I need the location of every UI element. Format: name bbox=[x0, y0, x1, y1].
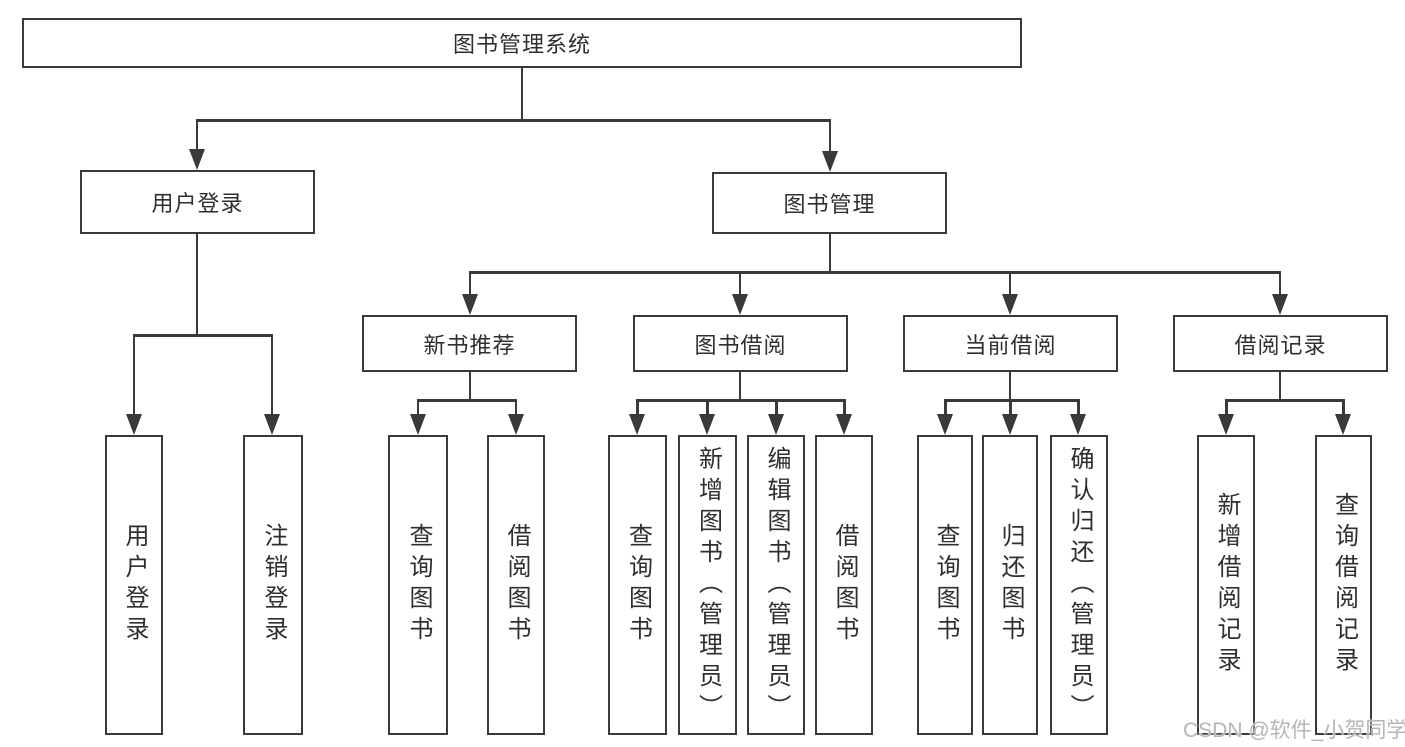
leaf-return-book: 归还图书 bbox=[982, 435, 1038, 735]
connector-line bbox=[468, 271, 472, 296]
arrowhead-icon bbox=[768, 414, 784, 435]
connector-line bbox=[828, 119, 832, 153]
arrowhead-icon bbox=[410, 414, 426, 435]
leaf-user-login: 用户登录 bbox=[105, 435, 163, 735]
csdn-watermark: CSDN @软件_小贺同学 bbox=[1183, 719, 1405, 742]
leaf-query-book-current: 查询图书 bbox=[917, 435, 973, 735]
connector-line bbox=[195, 119, 199, 151]
arrowhead-icon bbox=[126, 414, 142, 435]
connector-line bbox=[636, 399, 639, 416]
connector-line bbox=[1225, 399, 1344, 402]
connector-line bbox=[738, 371, 742, 402]
connector-line bbox=[706, 399, 709, 416]
connector-line bbox=[1008, 271, 1012, 296]
leaf-add-book-admin: 新增图书（管理员） bbox=[678, 435, 737, 735]
connector-line bbox=[270, 334, 274, 416]
connector-line bbox=[775, 399, 778, 416]
leaf-add-borrow-record: 新增借阅记录 bbox=[1197, 435, 1255, 735]
arrowhead-icon bbox=[822, 151, 838, 172]
leaf-query-book-recommend: 查询图书 bbox=[388, 435, 448, 735]
node-borrow-records: 借阅记录 bbox=[1173, 315, 1388, 372]
connector-line bbox=[520, 66, 524, 121]
connector-line bbox=[944, 399, 1079, 402]
connector-line bbox=[944, 399, 947, 416]
node-book-borrow: 图书借阅 bbox=[633, 315, 848, 372]
arrowhead-icon bbox=[1335, 414, 1351, 435]
arrowhead-icon bbox=[937, 414, 953, 435]
leaf-query-book-borrow: 查询图书 bbox=[608, 435, 667, 735]
connector-line bbox=[1225, 399, 1228, 416]
arrowhead-icon bbox=[629, 414, 645, 435]
connector-line bbox=[636, 399, 845, 402]
connector-line bbox=[1009, 399, 1012, 416]
leaf-confirm-return-admin: 确认归还（管理员） bbox=[1050, 435, 1108, 735]
connector-line bbox=[514, 399, 518, 416]
leaf-logout: 注销登录 bbox=[243, 435, 303, 735]
node-library-system: 图书管理系统 bbox=[22, 18, 1022, 68]
arrowhead-icon bbox=[1272, 294, 1288, 315]
node-current-borrow: 当前借阅 bbox=[903, 315, 1118, 372]
arrowhead-icon bbox=[462, 294, 478, 315]
node-user-login-branch: 用户登录 bbox=[80, 170, 315, 234]
connector-line bbox=[132, 334, 136, 416]
arrowhead-icon bbox=[189, 149, 205, 170]
connector-line bbox=[195, 233, 199, 336]
arrowhead-icon bbox=[508, 414, 524, 435]
leaf-query-borrow-record: 查询借阅记录 bbox=[1315, 435, 1372, 735]
connector-line bbox=[1278, 371, 1282, 402]
arrowhead-icon bbox=[264, 414, 280, 435]
connector-line bbox=[133, 334, 273, 337]
connector-line bbox=[469, 271, 1281, 274]
leaf-borrow-book: 借阅图书 bbox=[815, 435, 873, 735]
arrowhead-icon bbox=[836, 414, 852, 435]
connector-line bbox=[468, 371, 472, 402]
connector-line bbox=[1278, 271, 1282, 296]
leaf-borrow-book-recommend: 借阅图书 bbox=[487, 435, 545, 735]
connector-line bbox=[1077, 399, 1080, 416]
connector-line bbox=[1342, 399, 1345, 416]
connector-line bbox=[416, 399, 420, 416]
connector-line bbox=[738, 271, 742, 296]
arrowhead-icon bbox=[1002, 414, 1018, 435]
node-book-management: 图书管理 bbox=[712, 172, 947, 234]
leaf-edit-book-admin: 编辑图书（管理员） bbox=[747, 435, 805, 735]
connector-line bbox=[1008, 371, 1012, 402]
arrowhead-icon bbox=[732, 294, 748, 315]
arrowhead-icon bbox=[699, 414, 715, 435]
arrowhead-icon bbox=[1070, 414, 1086, 435]
arrowhead-icon bbox=[1218, 414, 1234, 435]
node-new-book-recommend: 新书推荐 bbox=[362, 315, 577, 372]
connector-line bbox=[196, 119, 831, 122]
arrowhead-icon bbox=[1002, 294, 1018, 315]
connector-line bbox=[417, 399, 517, 402]
connector-line bbox=[828, 233, 832, 274]
connector-line bbox=[843, 399, 846, 416]
